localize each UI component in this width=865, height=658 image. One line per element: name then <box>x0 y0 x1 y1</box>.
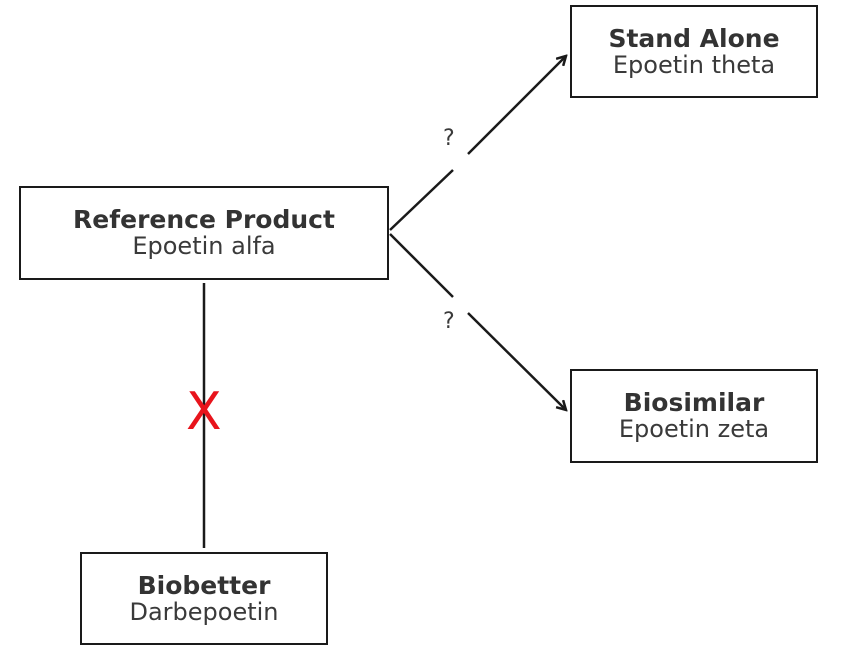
node-subtitle: Epoetin alfa <box>132 232 276 260</box>
node-stand-alone: Stand Alone Epoetin theta <box>570 5 818 98</box>
edge-reference-biosimilar-seg2 <box>467 312 566 410</box>
node-biosimilar: Biosimilar Epoetin zeta <box>570 369 818 463</box>
edge-reference-standalone-seg2 <box>467 56 566 155</box>
node-reference-product: Reference Product Epoetin alfa <box>19 186 389 280</box>
edge-label-standalone: ? <box>443 126 455 151</box>
edge-reference-biosimilar-seg1 <box>389 233 454 298</box>
edge-label-biosimilar: ? <box>443 309 455 334</box>
node-subtitle: Epoetin zeta <box>618 415 770 443</box>
node-subtitle: Epoetin theta <box>612 50 776 79</box>
node-title: Stand Alone <box>608 23 780 53</box>
edge-reference-standalone-seg1 <box>389 169 454 231</box>
node-title: Reference Product <box>73 205 335 234</box>
node-biobetter: Biobetter Darbepoetin <box>80 552 328 645</box>
blocked-x-icon: X <box>186 382 222 442</box>
node-title: Biosimilar <box>623 388 765 417</box>
node-title: Biobetter <box>137 570 271 600</box>
node-subtitle: Darbepoetin <box>129 597 279 626</box>
